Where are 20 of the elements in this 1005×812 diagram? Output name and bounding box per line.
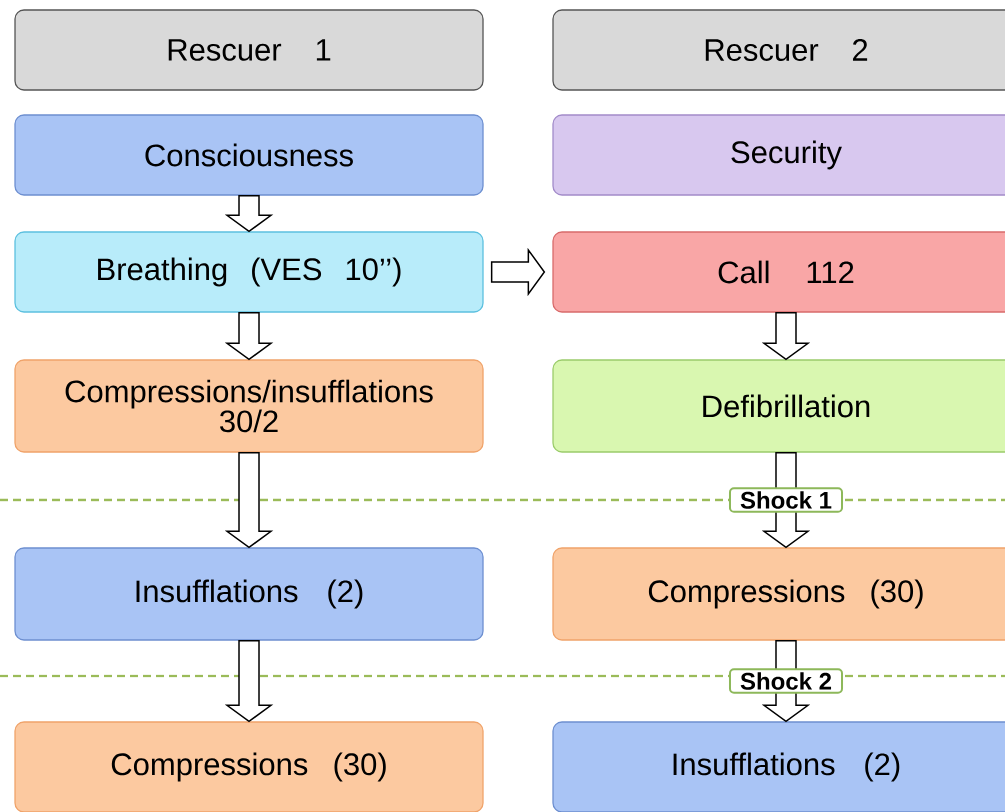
block-arrow	[761, 311, 811, 361]
step-box: Insufflations (2)	[14, 547, 484, 641]
step-box: Insufflations (2)	[552, 721, 1005, 812]
step-box: Breathing (VES 10’’)	[14, 231, 484, 313]
step-box: Defibrillation	[552, 359, 1005, 453]
block-arrow	[224, 639, 274, 723]
step-box: Security	[552, 114, 1005, 196]
step-box: Compressions (30)	[14, 721, 484, 812]
block-arrow	[490, 247, 546, 297]
edge-label: Shock 2	[729, 668, 843, 694]
step-box: Rescuer 2	[552, 9, 1005, 91]
block-arrow	[224, 451, 274, 549]
edge-label: Shock 1	[729, 487, 843, 513]
step-box: Compressions (30)	[552, 547, 1005, 641]
step-box: Rescuer 1	[14, 9, 484, 91]
block-arrow	[224, 194, 274, 233]
step-box: Compressions/insufflations 30/2	[14, 359, 484, 453]
block-arrow	[224, 311, 274, 361]
step-box: Consciousness	[14, 114, 484, 196]
step-box: Call 112	[552, 231, 1005, 313]
